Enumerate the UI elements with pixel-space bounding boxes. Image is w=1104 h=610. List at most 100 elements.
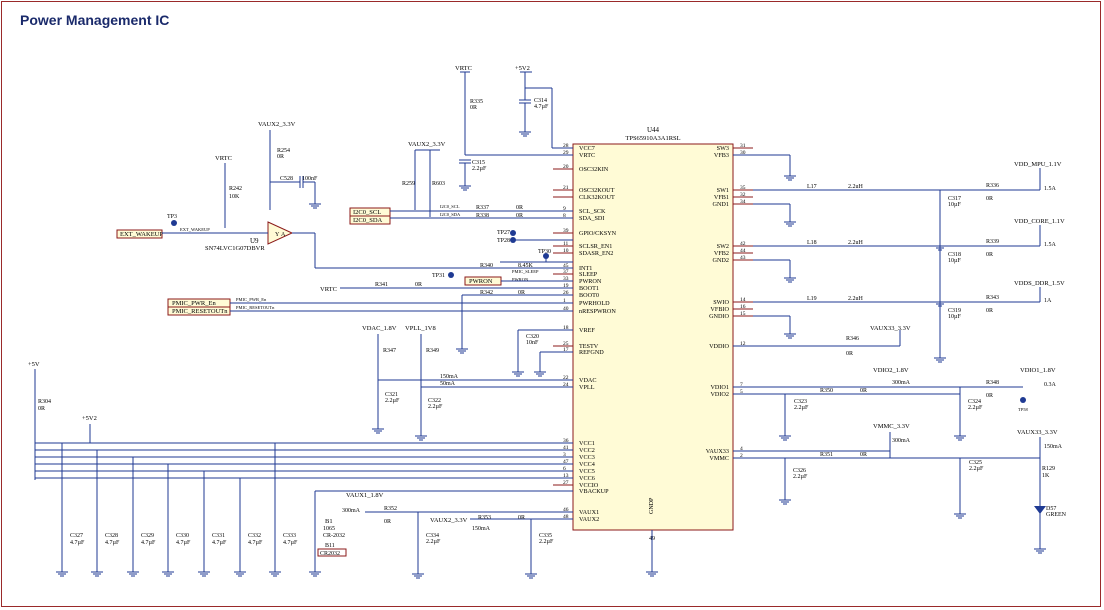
pin-num: 48 [563, 514, 569, 520]
port-pwron: PWRON [469, 278, 493, 285]
r346-ref: R346 [846, 336, 859, 342]
c326-ref: C326 [793, 468, 806, 474]
pin-num: 26 [563, 290, 569, 296]
pin-num: 24 [563, 382, 569, 388]
pin-num: 8 [563, 213, 566, 219]
c335-val: 2.2µF [539, 539, 554, 545]
pin-num: 39 [563, 228, 569, 234]
output-res-val: 0R [986, 196, 993, 202]
pin-name: GND2 [713, 257, 730, 264]
bulk-cap-val: 4.7µF [176, 540, 191, 546]
net-vrtc-top: VRTC [455, 65, 472, 72]
r603-ref: R603 [432, 181, 445, 187]
pin-num: 13 [563, 473, 569, 479]
pin-name: SLEEP [579, 271, 598, 278]
pin-name: PWRON [579, 278, 602, 285]
output-res-val: 0R [986, 308, 993, 314]
pin-name: VDAC [579, 377, 597, 384]
inductor-ref: L19 [807, 296, 817, 302]
pin-name: VCC1 [579, 440, 595, 447]
pin-name: OSC32KIN [579, 166, 609, 173]
port-pmic-reset: PMIC_RESETOUTn [172, 308, 228, 315]
pin-num: 14 [740, 297, 746, 303]
pin-num: 25 [563, 341, 569, 347]
r350-ref: R350 [820, 388, 833, 394]
bulk-cap-val: 4.7µF [141, 540, 156, 546]
net-vaux2-bot: VAUX2_3.3V [430, 517, 468, 524]
output-cap-val: 10µF [948, 202, 961, 208]
pin-num: 32 [740, 192, 746, 198]
pin-name: VCC3 [579, 454, 595, 461]
pin-num: 12 [740, 341, 746, 347]
c335-ref: C335 [539, 533, 552, 539]
r351-val: 0R [860, 452, 867, 458]
inductor-val: 2.2uH [848, 240, 864, 246]
pin-name: nRESPWRON [579, 308, 616, 315]
output-res-ref: R343 [986, 295, 999, 301]
r341-val: 0R [415, 282, 422, 288]
r338-val: 0R [516, 213, 523, 219]
pin-num: 17 [563, 347, 569, 353]
pin-num: 10 [563, 248, 569, 254]
c334-ref: C334 [426, 533, 439, 539]
pin-name: VRTC [579, 152, 595, 159]
current-vaux33: 150mA [1044, 444, 1063, 450]
tp28-label: TP28 [497, 238, 510, 244]
output-cap-val: 10µF [948, 258, 961, 264]
pin-name: VAUX1 [579, 509, 599, 516]
r353-val: 0R [518, 515, 525, 521]
c528-val: 100nF [302, 176, 318, 182]
c322-ref: C322 [428, 398, 441, 404]
pin-num: 34 [740, 199, 746, 205]
pin-name: SWIO [713, 299, 729, 306]
pin-num: 5 [740, 389, 743, 395]
bulk-cap-ref: C330 [176, 533, 189, 539]
pin-name: SDASR_EN2 [579, 250, 613, 257]
r349-ref: R349 [426, 348, 439, 354]
output-res-val: 0R [986, 252, 993, 258]
c324-ref: C324 [968, 399, 981, 405]
output-res-ref: R336 [986, 183, 999, 189]
r254-val: 0R [277, 154, 284, 160]
label-ext-wakeup-small: EXT_WAKEUP [180, 227, 210, 232]
output-res-ref: R339 [986, 239, 999, 245]
pin-name: VPLL [579, 384, 595, 391]
tp27-label: TP27 [497, 230, 510, 236]
port-i2c-scl: I2C0_SCL [353, 209, 381, 216]
r129-val: 1K [1042, 473, 1050, 479]
inductor-ref: L18 [807, 240, 817, 246]
output-cap-ref: C319 [948, 308, 961, 314]
pin-name: TESTV [579, 343, 599, 350]
r350-val: 0R [860, 388, 867, 394]
c528-ref: C528 [280, 176, 293, 182]
pin-num: 15 [740, 311, 746, 317]
r129-ref: R129 [1042, 466, 1055, 472]
net-vaux1: VAUX1_1.8V [346, 492, 384, 499]
label-i2c-scl-small: I2C0_SCL [440, 204, 460, 209]
pin-num: 45 [563, 263, 569, 269]
pin-num: 19 [563, 283, 569, 289]
c324-val: 2.2µF [968, 405, 983, 411]
net-vaux2-left: VAUX2_3.3V [258, 121, 296, 128]
pin-name: VDIO2 [710, 391, 729, 398]
pin-name: VCC2 [579, 447, 595, 454]
output-net: VDDS_DDR_1.5V [1014, 280, 1065, 287]
net-vaux33-right: VAUX33_3.3V [870, 325, 911, 332]
pin-name: OSC32KOUT [579, 187, 615, 194]
led-color: GREEN [1046, 512, 1067, 518]
pin-num: 31 [740, 143, 746, 149]
output-net: VDD_MPU_1.1V [1014, 161, 1062, 168]
buffer-part: SN74LVC1G07DBVR [205, 245, 265, 252]
r337-ref: R337 [476, 205, 489, 211]
label-pmic-sleep-small: PMIC_SLEEP [512, 269, 539, 274]
net-vdac: VDAC_1.8V [362, 325, 397, 332]
net-vmmc: VMMC_3.3V [873, 423, 910, 430]
label-pmic-reset-small: PMIC_RESETOUTn [236, 305, 275, 310]
pin-num: 4 [740, 446, 743, 452]
battery-type: CR-2032 [323, 533, 345, 539]
pin-name: GND1 [713, 201, 730, 208]
bulk-cap-val: 4.7µF [212, 540, 227, 546]
current-vpll: 50mA [440, 381, 456, 387]
r341-ref: R341 [375, 282, 388, 288]
